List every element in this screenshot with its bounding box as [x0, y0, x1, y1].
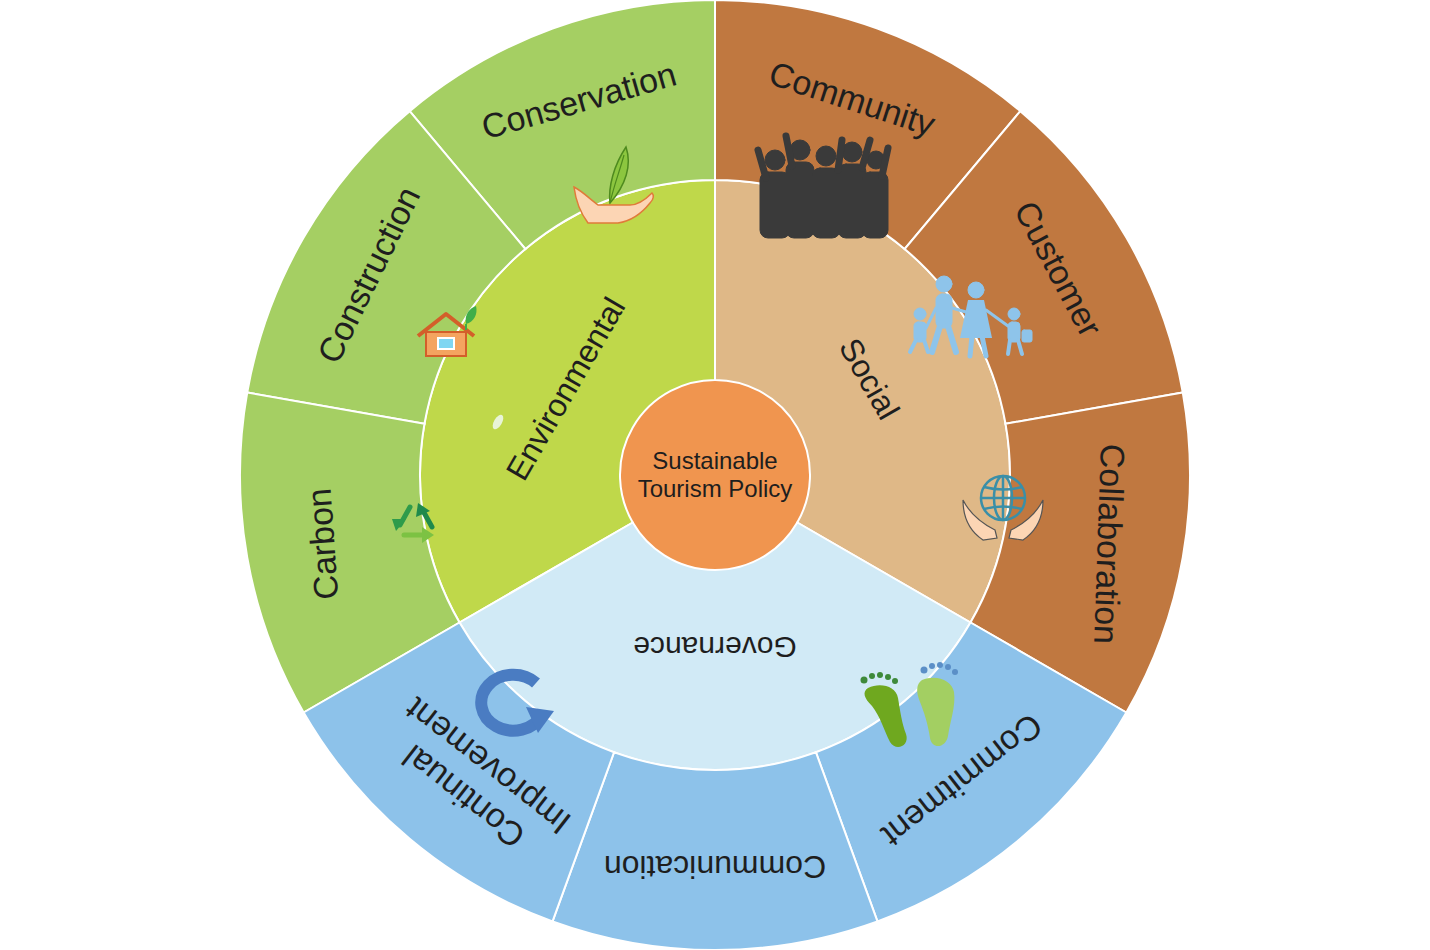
house-icon — [418, 306, 477, 356]
sector-shape — [553, 752, 878, 950]
segment-label: Carbon — [300, 487, 347, 601]
segment-label: Governance — [633, 630, 796, 665]
segment-label: Customer — [1006, 195, 1110, 343]
segment-label: Communication — [604, 849, 826, 886]
sector-shape — [460, 523, 971, 770]
footprints-icon — [861, 662, 959, 747]
segment-label: Collaboration — [1086, 444, 1132, 646]
segment-label: Continual Improvement — [361, 679, 590, 882]
sector-shape — [715, 180, 1010, 623]
segment-label: Community — [764, 54, 940, 144]
cycle-arrow-icon — [481, 675, 554, 733]
family-icon — [910, 276, 1032, 356]
sector-shape — [905, 111, 1183, 424]
center-title: Sustainable Tourism Policy — [625, 447, 805, 502]
sector-shape — [247, 111, 525, 424]
segment-label: Conservation — [477, 55, 680, 148]
crowd-icon — [758, 136, 888, 238]
sector-shape — [420, 180, 715, 623]
segment-label: Social — [832, 332, 907, 426]
segment-label: Commitment — [874, 705, 1050, 854]
sector-shape — [970, 393, 1190, 713]
sector-shape — [304, 623, 614, 922]
sector-shape — [410, 0, 715, 249]
recycle-icon — [392, 503, 434, 543]
segment-label: Construction — [309, 181, 428, 370]
hand-sprout-icon — [574, 147, 653, 223]
globe-hands-icon — [963, 476, 1043, 540]
sector-shape — [715, 0, 1020, 249]
center-circle — [620, 380, 810, 570]
segment-label: Environmental — [499, 291, 633, 487]
sector-shape — [240, 393, 460, 713]
leaf-icon — [491, 413, 506, 431]
sector-shape — [816, 623, 1126, 922]
